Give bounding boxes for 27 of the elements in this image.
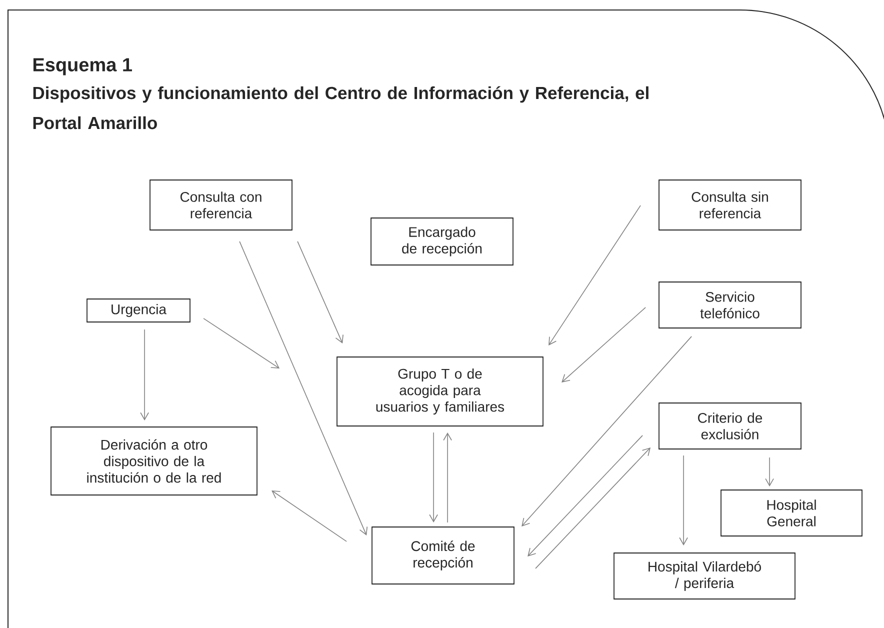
process-box: Criterio de exclusión: [658, 402, 802, 450]
process-box: Comité de recepción: [372, 526, 514, 584]
arrow: [140, 329, 149, 420]
process-box: Urgencia: [86, 298, 190, 322]
process-box: Servicio telefónico: [658, 282, 802, 328]
heading: Esquema 1: [33, 58, 132, 76]
arrow: [765, 457, 774, 486]
process-box: Derivación a otro dispositivo de la institución o de la red: [50, 426, 258, 496]
arrow: [443, 432, 452, 523]
arrow: [528, 435, 643, 556]
arrow: [562, 307, 646, 382]
arrow: [522, 336, 692, 526]
arrow: [429, 432, 438, 522]
process-box: Consulta con referencia: [150, 180, 292, 230]
arrow: [679, 455, 688, 546]
process-box: Grupo T o de acogida para usuarios y familiares: [336, 356, 544, 426]
arrow: [297, 241, 344, 344]
process-box: Encargado de recepción: [370, 218, 514, 266]
subheading: Dispositivos y funcionamiento del Centro de Información y Referencia, el Portal Amarillo: [33, 86, 648, 130]
process-box: Hospital General: [720, 490, 862, 536]
arrow: [239, 241, 368, 536]
process-box: Hospital Vilardebó / periferia: [614, 552, 796, 600]
arrow: [535, 447, 651, 569]
arrow: [272, 490, 347, 542]
arrow: [548, 205, 641, 346]
arrow: [203, 318, 280, 368]
process-box: Consulta sin referencia: [658, 180, 802, 230]
